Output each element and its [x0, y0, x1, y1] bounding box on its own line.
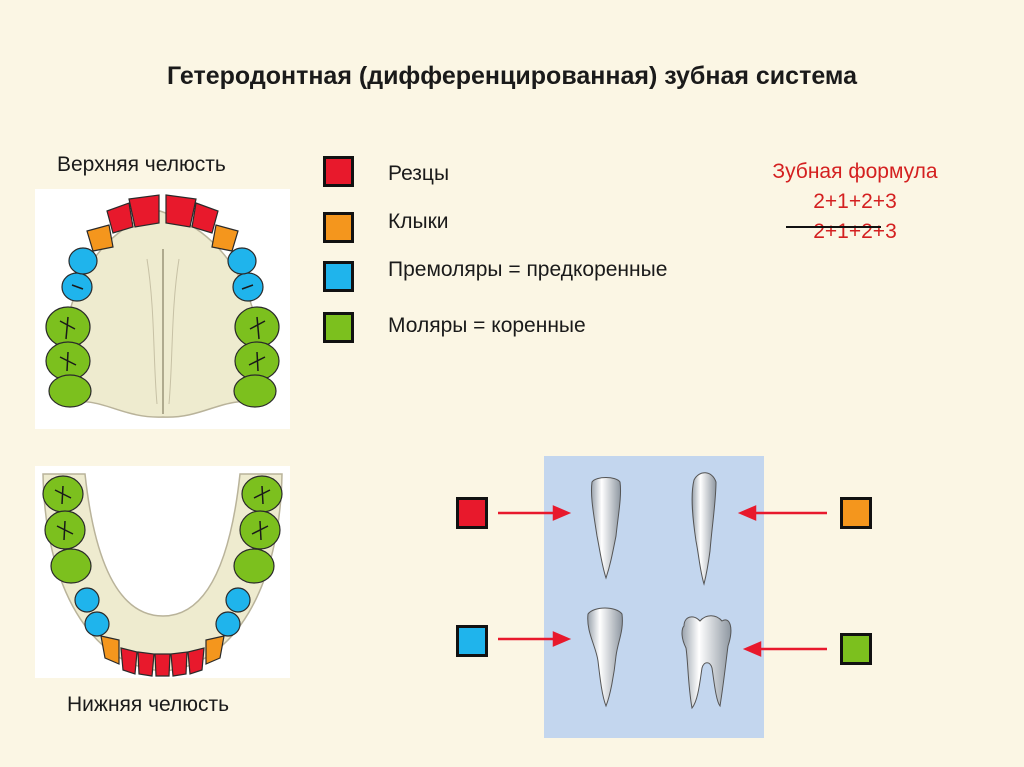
pointer-arrows [0, 0, 1024, 767]
slide: Гетеродонтная (дифференцированная) зубна… [0, 0, 1024, 767]
